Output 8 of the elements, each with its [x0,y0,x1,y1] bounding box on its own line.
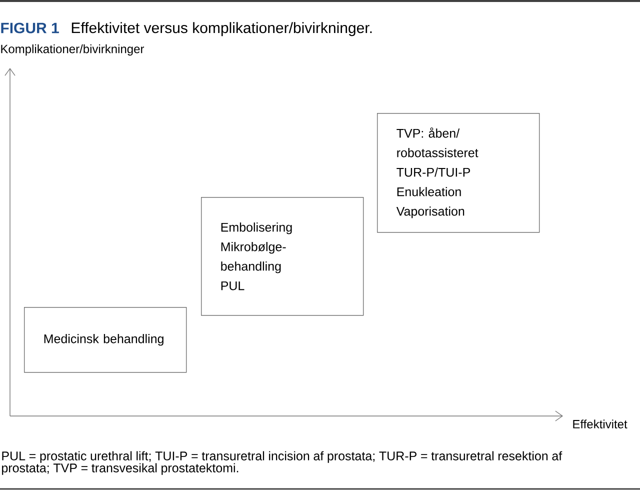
text-box: TVP: åben/ robotassisteret TUR-P/TUI-P Enukleation Vaporisation [377,113,540,233]
text-box: Medicinsk behandling [24,307,187,373]
caption: PUL = prostatic urethral lift; TUI-P = transuretral incision af prostata; TUR-P = transuretral resektion af prostata; TVP = transvesikal prostatektomi. [2,451,562,475]
axis-label: Komplikationer/bivirkninger [1,44,144,56]
figure-title: Effektivitet versus komplikationer/bivirkninger. [72,22,372,36]
axis-label: Effektivitet [573,420,628,428]
figure-number: FIGUR 1 [1,22,59,34]
text-box: Embolisering Mikrobølge-behandling PUL [201,197,364,316]
